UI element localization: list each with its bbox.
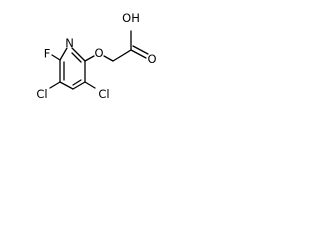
atom-f: F	[44, 47, 51, 61]
atom-cl-left: Cl	[36, 87, 47, 101]
bond-n1-c2	[71, 47, 86, 62]
atom-carboxyl-oh: OH	[122, 11, 140, 25]
chemical-structure-diagram: N F Cl Cl O OH O	[36, 11, 156, 101]
atom-labels: N F Cl Cl O OH O	[36, 11, 156, 101]
bond-c3-c4	[72, 81, 86, 90]
bond-c-carbonyl-o-double	[132, 45, 149, 55]
bond-c2-o-ether	[84, 55, 95, 62]
bond-c5-cl-left	[49, 81, 61, 89]
double-bond-c3-c4-inner	[72, 79, 82, 86]
bond-c6-n1	[59, 47, 68, 61]
atom-carbonyl-o: O	[147, 52, 156, 66]
bond-o-ch2	[103, 55, 114, 62]
bond-ch2-cooh	[112, 49, 132, 62]
bond-c-carbonyl-o	[130, 49, 147, 59]
bond-c6-f	[51, 54, 61, 61]
atom-n1: N	[65, 36, 74, 50]
bond-c3-cl-right	[84, 81, 96, 89]
atom-o-ether: O	[94, 46, 103, 60]
double-bond-n1-c2-inner	[71, 52, 82, 63]
pyridine-ring	[59, 47, 86, 90]
substituent-bonds	[49, 30, 149, 89]
bond-c4-c5	[59, 81, 74, 90]
atom-cl-right: Cl	[98, 87, 109, 101]
